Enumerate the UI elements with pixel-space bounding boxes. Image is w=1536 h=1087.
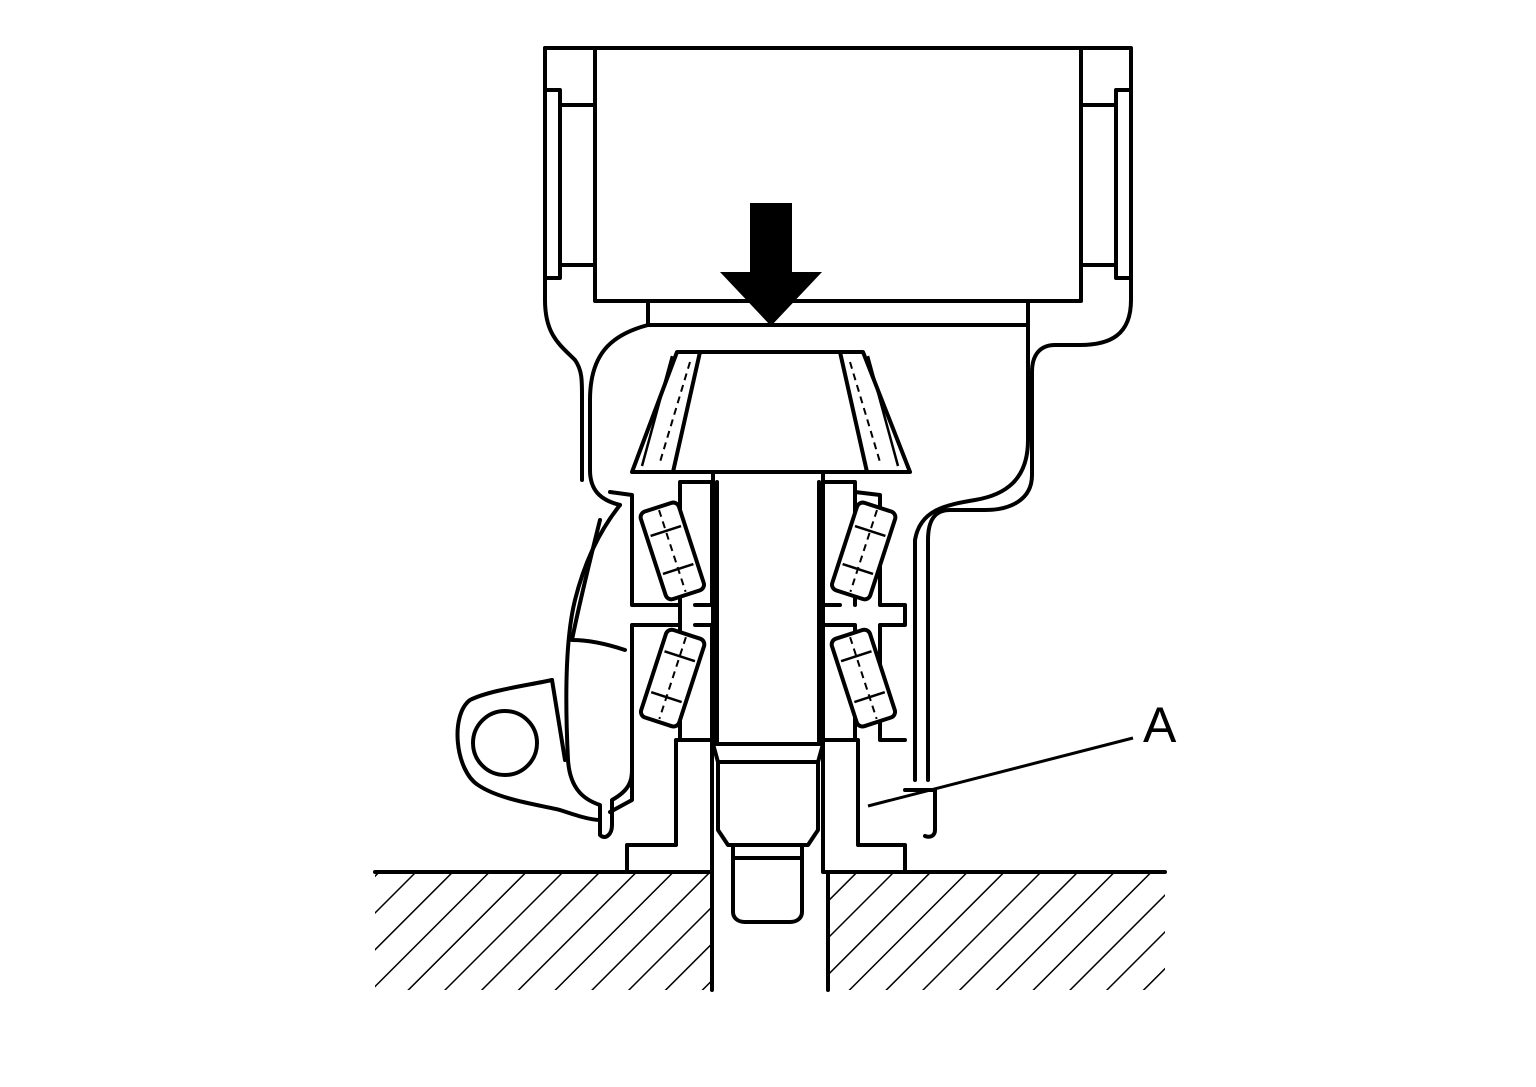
support-tool — [625, 738, 937, 874]
upper-bearing-cone — [630, 350, 912, 474]
press-fixture — [543, 46, 1133, 782]
shaft — [711, 470, 825, 924]
callout-a: A — [867, 697, 1177, 808]
callout-a-label: A — [1143, 697, 1177, 753]
knuckle-mounting-ear — [455, 503, 634, 839]
down-arrow-icon — [720, 203, 822, 326]
left-bearing-assembly — [608, 480, 714, 814]
right-bearing-assembly — [821, 480, 907, 742]
